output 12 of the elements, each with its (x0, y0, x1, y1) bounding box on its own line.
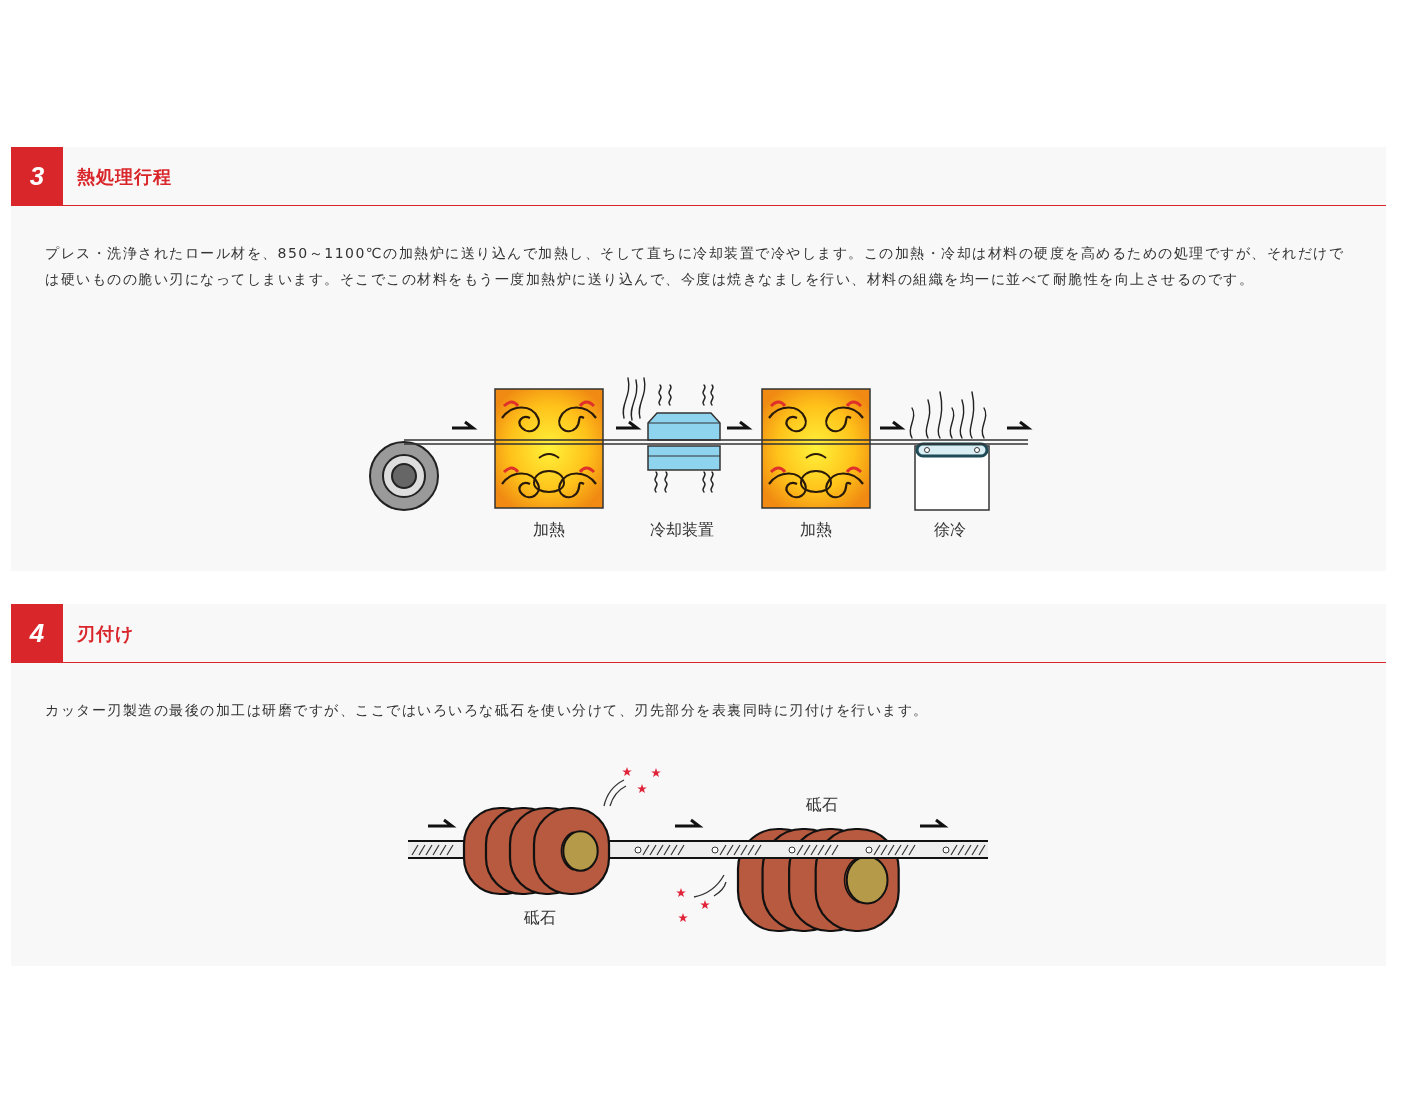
section-number: 3 (11, 147, 63, 206)
station-label: 砥石 (523, 908, 557, 928)
station-label: 冷却装置 (649, 520, 715, 540)
section-number: 4 (11, 604, 63, 663)
description-text: プレス・洗浄されたロール材を、850～1100℃の加熱炉に送り込んで加熱し、そして直ちに冷却装置で冷やします。この加熱・冷却は材料の硬度を高めるための処理ですが、それだけでは硬いものの脆い刃になってしまいます。そこでこの材料をもう一度加熱炉に送り込んで、今度は焼きなましを行い、材料の組織を均一に並べて耐脆性を向上させるのです。 (45, 244, 1346, 289)
station-label: 加熱 (532, 520, 566, 540)
station-label: 砥石 (805, 795, 839, 815)
section-heading: 刃付け (77, 622, 134, 646)
station-label: 加熱 (799, 520, 833, 540)
description-text: カッター刃製造の最後の加工は研磨ですが、ここではいろいろな砥石を使い分けて、刃先部分を表裏同時に刃付けを行います。 (45, 701, 930, 720)
section-heading: 熱処理行程 (77, 165, 172, 189)
station-label: 徐冷 (933, 520, 967, 540)
